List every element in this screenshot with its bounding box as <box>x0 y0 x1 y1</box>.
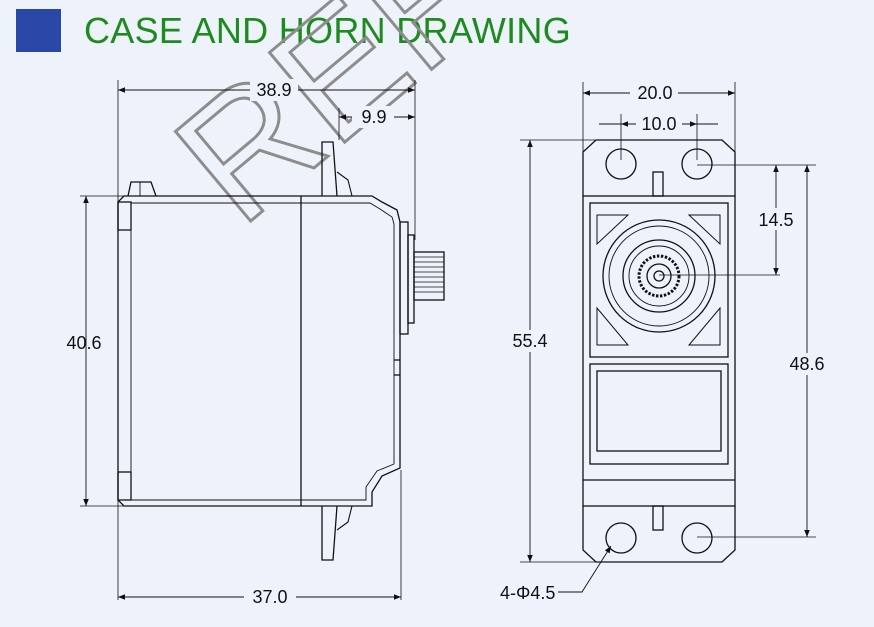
side-body-inner <box>130 202 395 501</box>
front-case-outline <box>582 195 736 507</box>
watermark: REF <box>142 0 525 258</box>
dim-flange-width-bg <box>630 82 678 104</box>
dim-flange-width: 20.0 <box>637 83 672 103</box>
mount-hole-bottom-right <box>681 522 713 554</box>
dim-height: 40.6 <box>66 333 101 353</box>
front-spline <box>637 254 681 298</box>
front-flange-top <box>582 139 736 196</box>
front-corner-br <box>687 306 721 346</box>
dim-body-length-bg <box>244 586 296 608</box>
side-flange-bottom <box>321 505 338 561</box>
dim-overall-length-bg <box>250 79 298 101</box>
front-shaft <box>646 263 672 289</box>
front-upper-panel <box>589 202 729 358</box>
dim-hole-pitch: 48.6 <box>789 354 824 374</box>
dim-flange-offset: 9.9 <box>361 107 386 127</box>
front-corner-bl <box>596 306 630 346</box>
side-lip-top <box>117 201 132 231</box>
front-flange-slot-top <box>652 171 664 197</box>
front-flange-bottom <box>582 506 736 563</box>
dim-hole-pitch-bg <box>783 353 831 375</box>
dim-body-length: 37.0 <box>252 587 287 607</box>
hole-callout-leader <box>558 545 612 593</box>
front-view <box>520 82 816 593</box>
dim-hole-spacing-bg <box>636 113 682 135</box>
side-spline <box>413 251 445 301</box>
dim-overall-height: 55.4 <box>512 331 547 351</box>
front-flange-slot-bottom <box>652 505 664 531</box>
front-gear-ring <box>608 225 710 327</box>
front-corner-tl <box>596 214 630 246</box>
mount-hole-bottom-left <box>605 522 637 554</box>
front-shaft-center <box>653 270 665 282</box>
hole-callout: 4-Φ4.5 <box>500 583 555 603</box>
front-lower-panel-outer <box>589 363 729 465</box>
side-flange-rib-top <box>336 171 353 197</box>
front-gear-hub-inner <box>628 245 690 307</box>
dim-hole-spacing: 10.0 <box>641 114 676 134</box>
header: CASE AND HORN DRAWING <box>0 0 874 60</box>
dim-overall-length: 38.9 <box>256 80 291 100</box>
dim-overall-height-bg <box>506 330 554 352</box>
dim-shaft-offset: 14.5 <box>758 210 793 230</box>
side-spline-teeth <box>414 256 444 293</box>
front-corner-tr <box>687 214 721 246</box>
mount-hole-top-left <box>605 148 637 180</box>
header-accent-square <box>16 9 61 52</box>
dim-shaft-offset-bg <box>752 208 800 230</box>
front-lower-panel <box>596 370 722 452</box>
side-flange-rib-bottom <box>336 505 353 531</box>
side-top-tab <box>127 181 157 197</box>
mount-hole-top-right <box>681 148 713 180</box>
side-shaft-boss <box>399 221 409 335</box>
front-gear-outer <box>602 219 716 333</box>
side-lip-bottom <box>117 471 132 501</box>
front-gear-hub <box>622 239 696 313</box>
side-flange-top <box>321 141 338 197</box>
dim-flange-offset-bg <box>352 106 394 128</box>
page-title: CASE AND HORN DRAWING <box>84 10 572 51</box>
side-view <box>80 80 445 600</box>
side-shaft-collar <box>407 234 415 324</box>
